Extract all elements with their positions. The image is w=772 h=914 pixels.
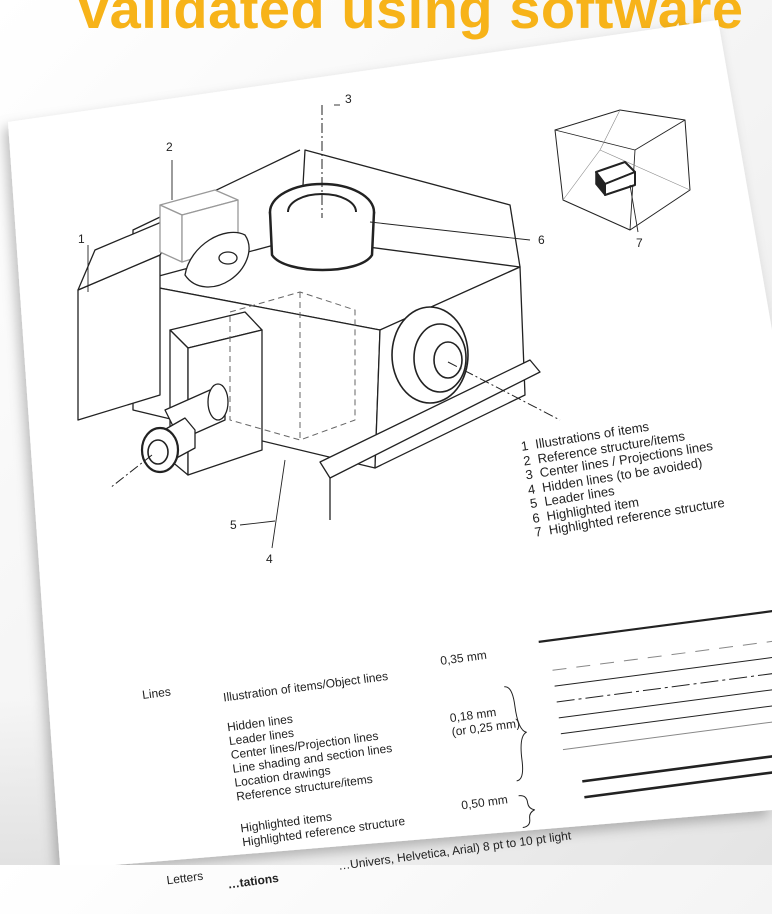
leader-5: [239, 520, 276, 526]
callout-4: 4: [266, 552, 273, 566]
sample-highlighted-ref-line: [584, 765, 772, 799]
object-lines-width: 0,35 mm: [439, 647, 488, 668]
sample-object-line: [538, 606, 772, 643]
callout-5: 5: [230, 518, 237, 532]
inset-edge-b: [629, 149, 636, 231]
callout-2: 2: [166, 140, 173, 154]
sample-shading-line: [558, 684, 772, 719]
shaft-knob-inner: [147, 439, 169, 465]
sample-leader-line: [554, 652, 772, 687]
letters-label: …tations: [226, 870, 280, 892]
center-line-left: [109, 454, 153, 489]
callout-6: 6: [538, 233, 545, 247]
base-plate: [319, 359, 541, 479]
inset-edge-d: [599, 149, 691, 191]
sample-reference-line: [562, 716, 772, 751]
leader-7: [629, 184, 639, 233]
leader-4: [271, 459, 286, 549]
right-fitting-inner: [433, 341, 463, 379]
technical-drawing: [77, 104, 772, 829]
inset-item-face: [604, 171, 636, 196]
callout-1: 1: [78, 232, 85, 246]
callout-3: 3: [345, 92, 352, 106]
sample-highlighted-line: [582, 749, 772, 783]
brace-thick: [518, 795, 536, 829]
callout-7: 7: [636, 236, 643, 250]
leader-6: [369, 221, 531, 241]
shaft-flange: [207, 383, 229, 421]
letters-heading: Letters: [165, 868, 204, 888]
bracket: [184, 231, 250, 288]
center-line-right: [447, 361, 561, 421]
document-sheet: 1 2 3 4 5 6 7 1 Illustrations of items 2…: [8, 20, 772, 891]
sample-hidden-line: [552, 636, 772, 671]
sample-location-line: [560, 700, 772, 735]
lines-heading: Lines: [141, 684, 172, 703]
thick-width: 0,50 mm: [460, 792, 509, 813]
line-samples: [504, 606, 772, 829]
sample-center-line: [556, 668, 772, 703]
bracket-hole: [218, 251, 238, 265]
brace-thin: [504, 686, 527, 782]
cylinder-body: [268, 211, 376, 272]
object-lines-label: Illustration of items/Object lines: [222, 668, 389, 705]
